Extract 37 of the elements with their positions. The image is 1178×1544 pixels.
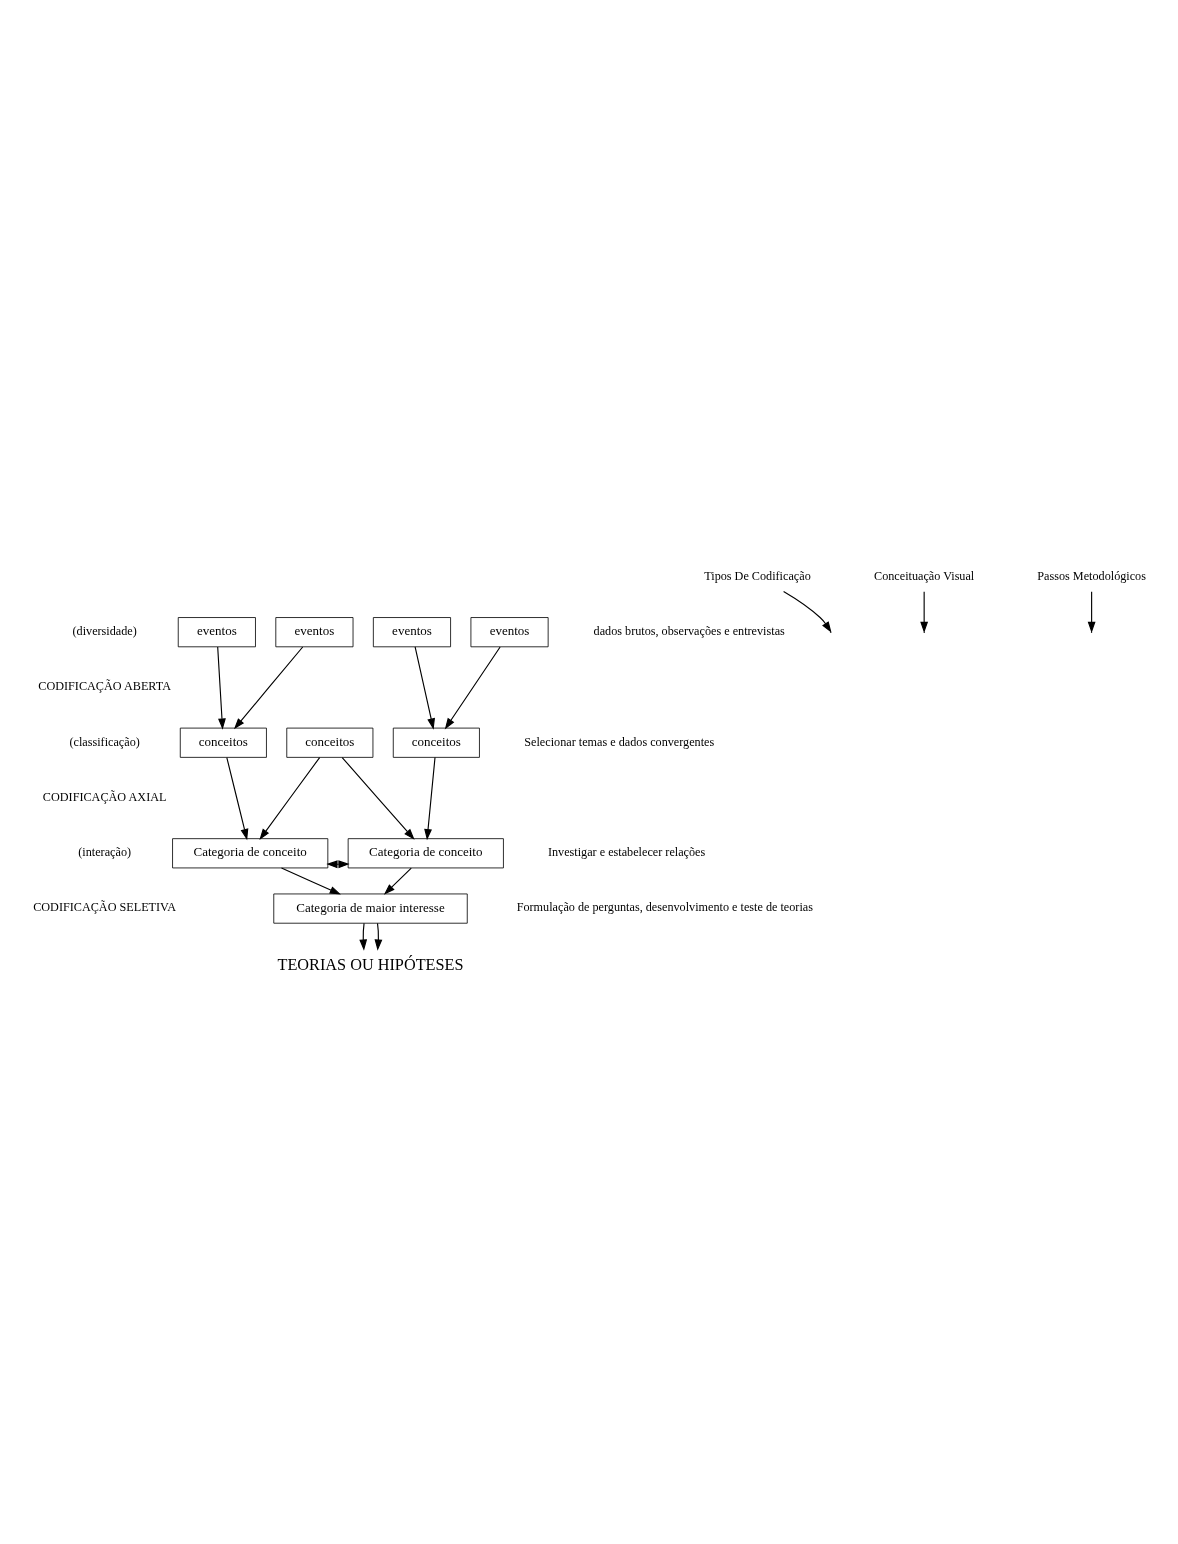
node-box: Categoria de conceito (172, 838, 329, 869)
node-box: conceitos (286, 727, 374, 758)
label: CODIFICAÇÃO ABERTA (38, 679, 172, 694)
arrow (341, 757, 415, 840)
node-text: Tipos De Codificação (704, 568, 811, 583)
label: (classificação) (69, 734, 140, 749)
arrow (226, 757, 249, 841)
node-box: eventos (275, 617, 354, 648)
node-box: eventos (470, 617, 549, 648)
label: Selecionar temas e dados convergentes (524, 734, 715, 749)
label: Investigar e estabelecer relações (547, 845, 706, 860)
arrow (783, 590, 832, 633)
label: CODIFICAÇÃO AXIAL (42, 789, 167, 804)
node-box: Categoria de maior interesse (273, 893, 468, 924)
arrow (374, 922, 383, 951)
node-text: Passos Metodológicos (1037, 568, 1146, 583)
arrow (920, 591, 929, 633)
arrow (259, 757, 321, 840)
arrow (217, 646, 226, 730)
label: (interação) (78, 845, 132, 860)
label: CODIFICAÇÃO SELETIVA (33, 900, 177, 915)
arrow (424, 757, 436, 841)
node-box: conceitos (392, 727, 480, 758)
label: dados brutos, observações e entrevistas (593, 624, 785, 639)
node-text: Conceituação Visual (874, 568, 975, 583)
arrow (383, 867, 412, 895)
node-box: conceitos (179, 727, 267, 758)
node-box: Categoria de conceito (347, 838, 504, 869)
arrow (414, 646, 435, 730)
arrow (359, 922, 368, 951)
node-text: TEORIAS OU HIPÓTESES (277, 955, 464, 974)
node-box: eventos (372, 617, 451, 648)
label: Formulação de perguntas, desenvolvimento e teste de teorias (516, 900, 813, 915)
label: (diversidade) (72, 624, 137, 639)
arrow (444, 646, 501, 730)
arrow (233, 646, 304, 730)
node-box: eventos (177, 617, 256, 648)
